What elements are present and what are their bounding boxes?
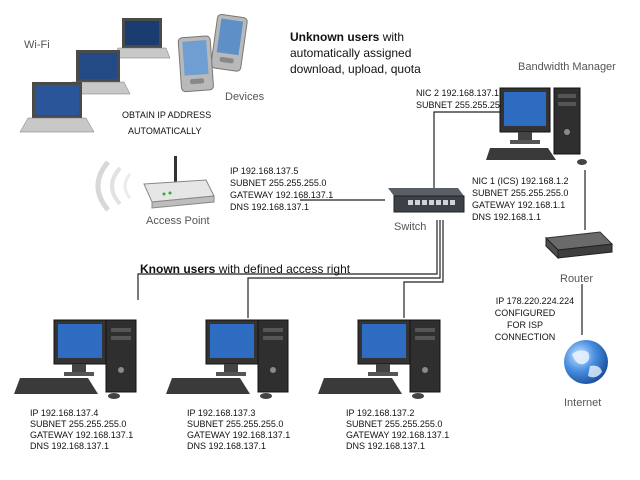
pc-1-line-3: GATEWAY 192.168.137.1 (30, 430, 134, 440)
nic2-line-2: SUBNET 255.255.255.0 (416, 100, 513, 110)
ap-ip-line-4: DNS 192.168.137.1 (230, 202, 310, 212)
nic1-line-3: GATEWAY 192.168.1.1 (472, 200, 566, 210)
pc-2-line-1: IP 192.168.137.3 (187, 408, 256, 418)
access-point-label: Access Point (146, 215, 210, 227)
wire-switch-to-pc2 (247, 220, 441, 318)
known-users-line: Known users with defined access right (140, 262, 350, 277)
router-icon (544, 231, 614, 260)
nic1-line-2: SUBNET 255.255.255.0 (472, 188, 569, 198)
pc-1-line-4: DNS 192.168.137.1 (30, 441, 110, 451)
pc-3-line-4: DNS 192.168.137.1 (346, 441, 426, 451)
pc-1-icon (14, 319, 137, 399)
ap-ip-line-3: GATEWAY 192.168.137.1 (230, 190, 334, 200)
unknown-users-line-1: Unknown users with (290, 30, 404, 45)
access-point-icon (95, 156, 215, 212)
switch-label: Switch (394, 221, 427, 233)
bandwidth-manager-label: Bandwidth Manager (518, 61, 616, 73)
router-label: Router (560, 273, 594, 285)
wire-switch-to-pc3 (403, 220, 444, 318)
pc-2-config: IP 192.168.137.3 SUBNET 255.255.255.0 GA… (187, 408, 290, 452)
pc-3-line-1: IP 192.168.137.2 (346, 408, 415, 418)
nic1-line-4: DNS 192.168.1.1 (472, 212, 542, 222)
obtain-ip-line-2: AUTOMATICALLY (128, 126, 202, 136)
isp-line-3: FOR ISP (506, 320, 543, 330)
internet-label: Internet (564, 397, 602, 409)
pc-2-icon (166, 319, 289, 399)
pc-1-line-2: SUBNET 255.255.255.0 (30, 419, 127, 429)
unknown-users-rest: with (379, 30, 405, 44)
unknown-users-line-2: automatically assigned (290, 46, 412, 60)
pc-3-line-3: GATEWAY 192.168.137.1 (346, 430, 450, 440)
obtain-ip-line-1: OBTAIN IP ADDRESS (122, 110, 212, 120)
devices-label: Devices (225, 91, 265, 103)
pc-2-line-3: GATEWAY 192.168.137.1 (187, 430, 291, 440)
pc-3-config: IP 192.168.137.2 SUBNET 255.255.255.0 GA… (346, 408, 449, 452)
known-users-rest: with defined access right (215, 262, 351, 276)
pc-3-line-2: SUBNET 255.255.255.0 (346, 419, 443, 429)
pc-1-config: IP 192.168.137.4 SUBNET 255.255.255.0 GA… (30, 408, 133, 452)
wifi-label: Wi-Fi (24, 39, 50, 51)
known-users-bold: Known users (140, 262, 216, 276)
pc-3-icon (318, 319, 441, 399)
unknown-users-bold: Unknown users (290, 30, 380, 44)
pc-1-line-1: IP 192.168.137.4 (30, 408, 99, 418)
isp-line-4: CONNECTION (494, 332, 556, 342)
switch-icon (388, 188, 465, 213)
isp-line-1: IP 178.220.224.224 (495, 296, 575, 306)
pc-2-line-4: DNS 192.168.137.1 (187, 441, 267, 451)
ap-ip-line-2: SUBNET 255.255.255.0 (230, 178, 327, 188)
nic1-line-1: NIC 1 (ICS) 192.168.1.2 (472, 176, 569, 186)
wire-switch-to-pc1 (137, 220, 438, 300)
pda-devices-icon (177, 14, 248, 93)
nic2-line-1: NIC 2 192.168.137.1 (416, 88, 500, 98)
isp-line-2: CONFIGURED (494, 308, 556, 318)
ap-ip-line-1: IP 192.168.137.5 (230, 166, 299, 176)
pc-2-line-2: SUBNET 255.255.255.0 (187, 419, 284, 429)
unknown-users-line-3: download, upload, quota (290, 62, 421, 76)
internet-globe-icon (564, 340, 608, 384)
laptops-icon (19, 18, 171, 133)
bandwidth-manager-computer-icon (486, 87, 587, 165)
